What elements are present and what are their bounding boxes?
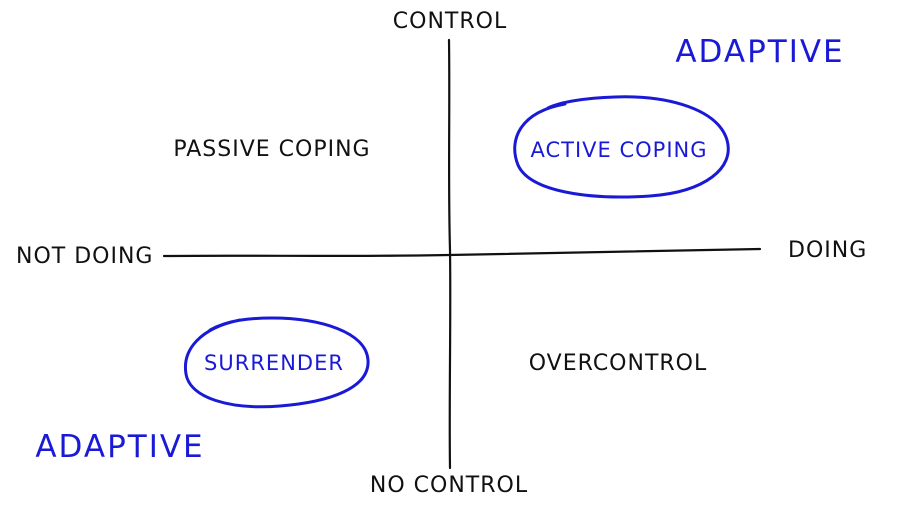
axis-label-left: NOT DOING <box>16 244 154 269</box>
quadrant-label-top-left: PASSIVE COPING <box>173 137 371 162</box>
axis-label-top: CONTROL <box>392 9 508 34</box>
adaptive-tag-bottom-left: ADAPTIVE <box>35 429 205 465</box>
horizontal-axis-line <box>162 247 762 258</box>
quadrant-label-bottom-right: OVERCONTROL <box>528 351 708 376</box>
adaptive-tag-top-right: ADAPTIVE <box>675 34 845 70</box>
axis-label-bottom: NO CONTROL <box>369 473 529 498</box>
axis-label-right: DOING <box>788 238 868 263</box>
vertical-axis-line <box>447 38 452 470</box>
surrender-circle <box>183 316 370 409</box>
active-coping-circle <box>513 95 730 199</box>
quadrant-label-top-right: ACTIVE COPING <box>530 138 708 162</box>
quadrant-label-bottom-left: SURRENDER <box>204 351 344 375</box>
